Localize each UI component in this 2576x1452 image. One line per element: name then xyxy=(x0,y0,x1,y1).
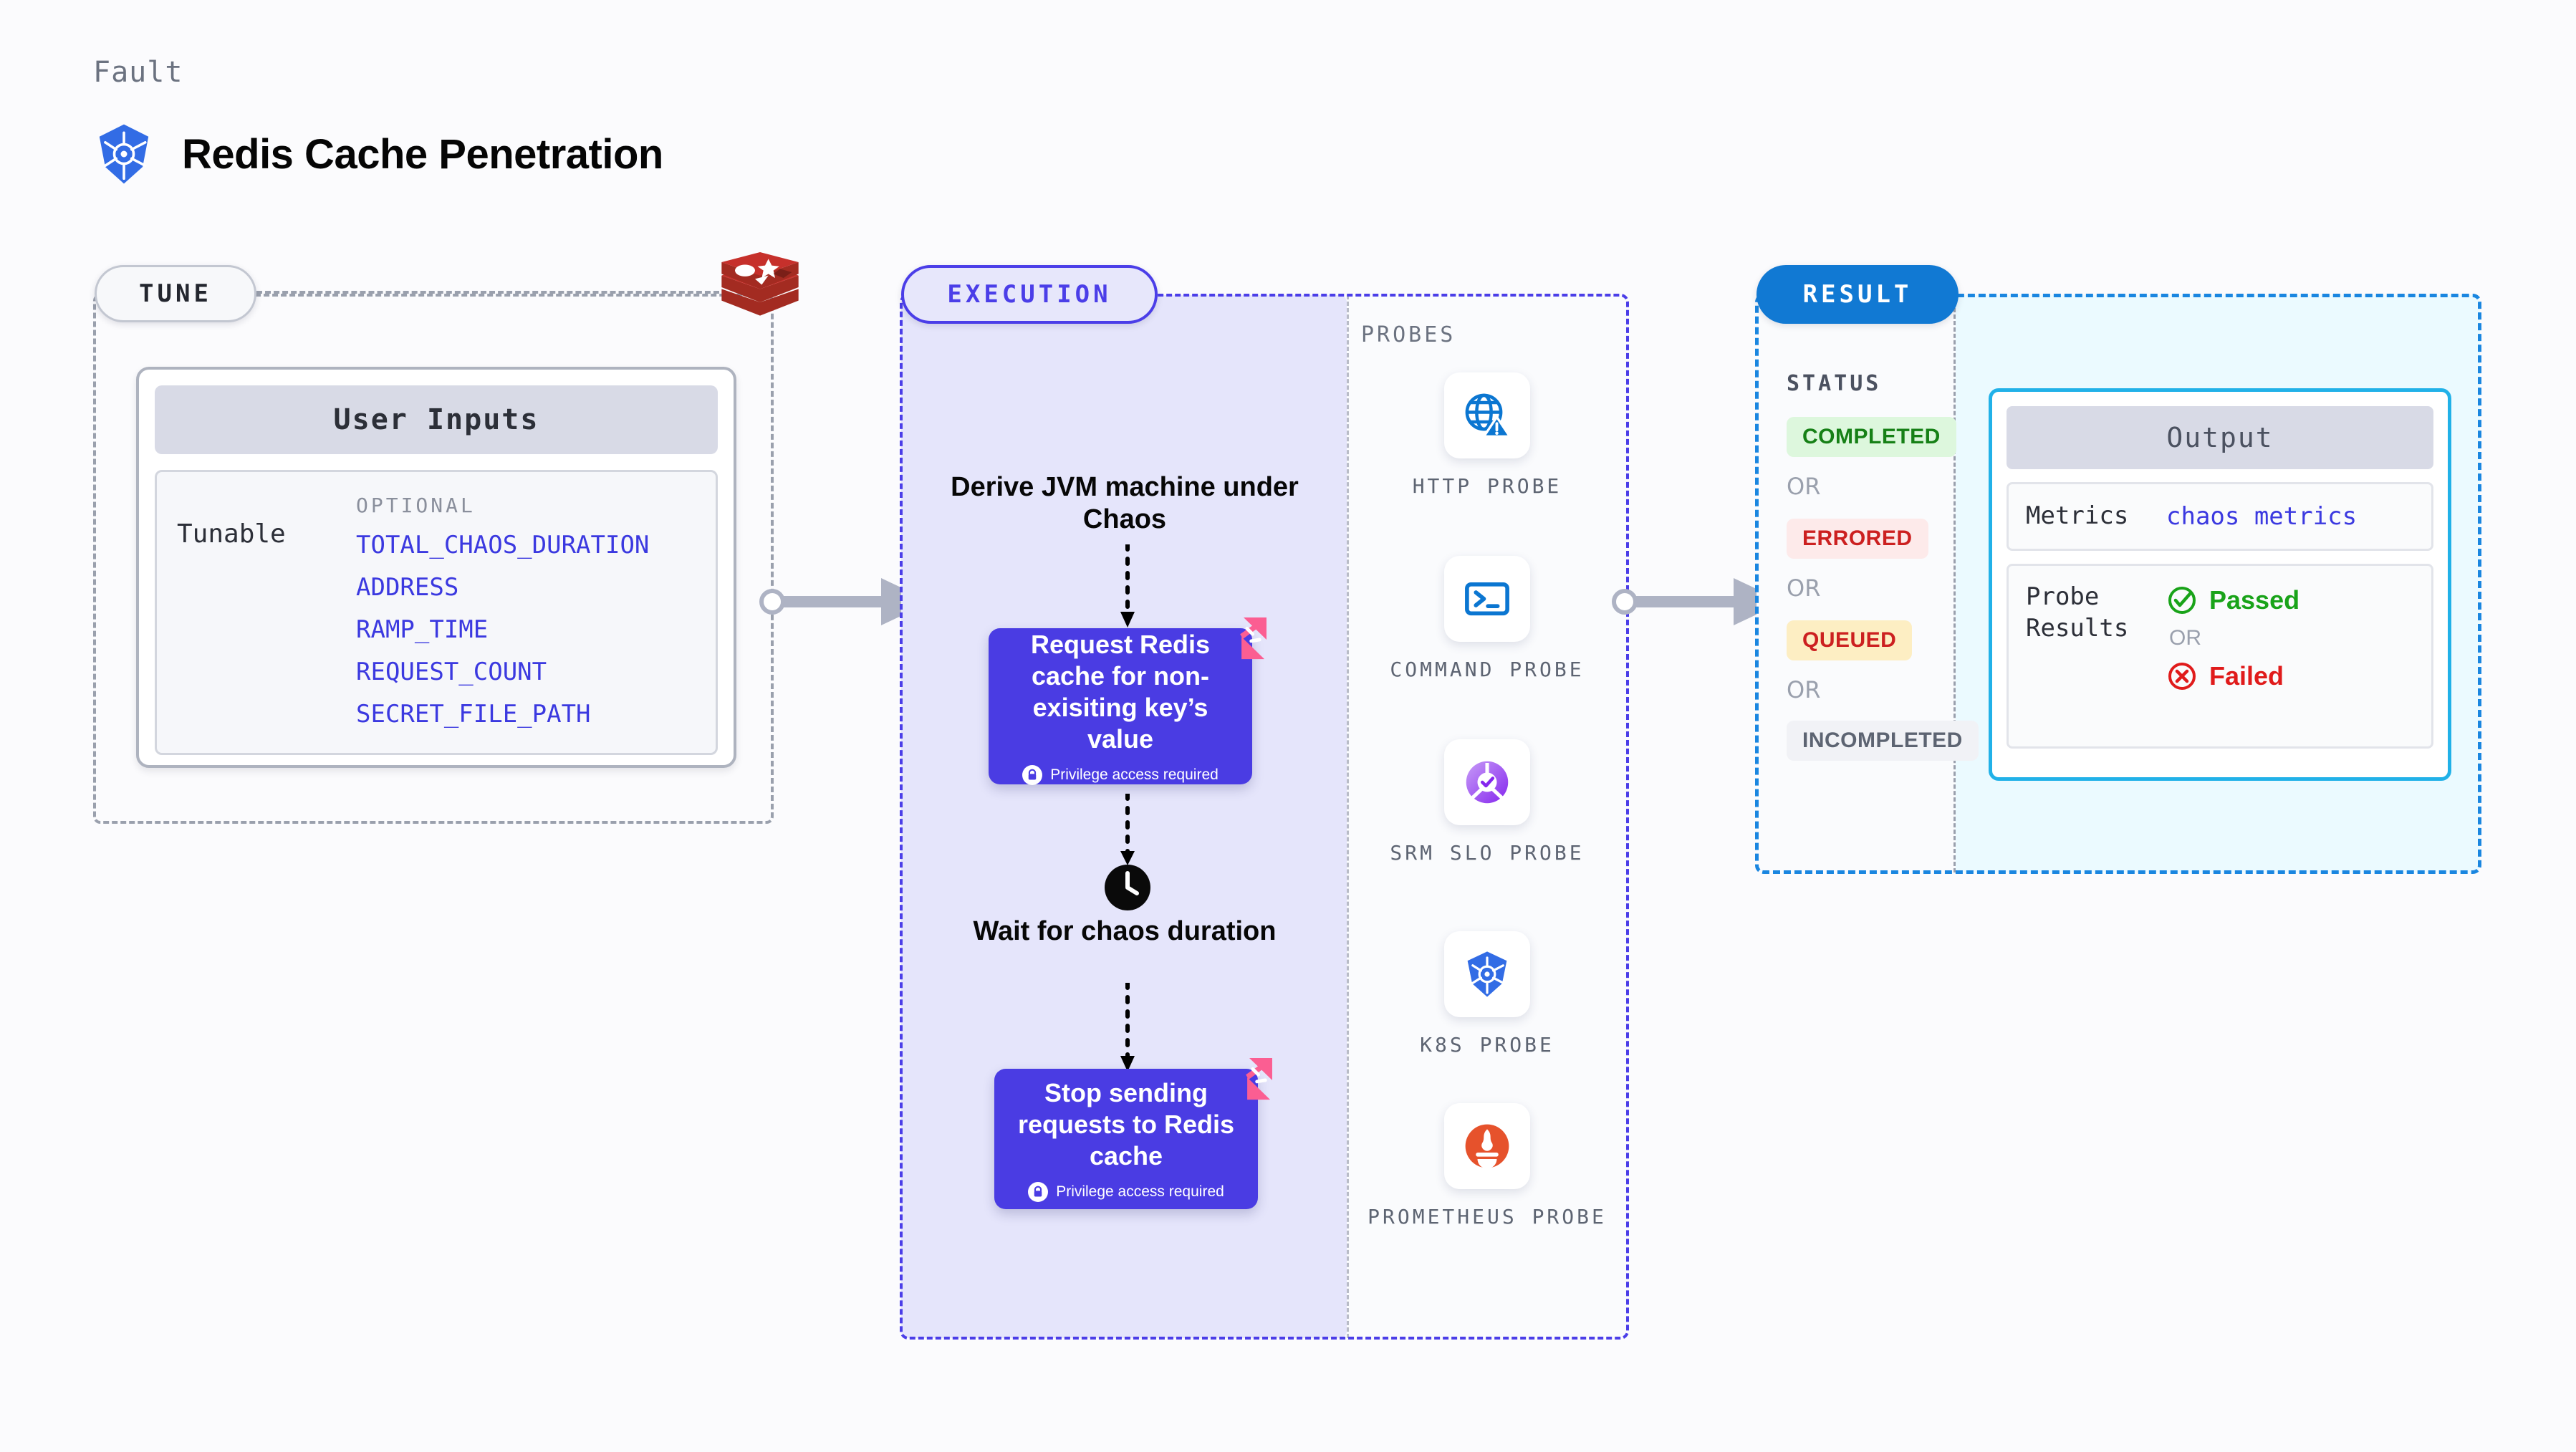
metrics-key: Metrics xyxy=(2026,501,2129,531)
probe-item-srm-slo[interactable]: SRM SLO PROBE xyxy=(1365,739,1609,867)
optional-group-label: OPTIONAL xyxy=(356,494,476,517)
litmus-chaos-icon xyxy=(1240,617,1267,660)
output-metrics-row: Metrics chaos metrics xyxy=(2007,482,2433,551)
page-kicker: Fault xyxy=(93,56,183,89)
status-badge-errored: ERRORED xyxy=(1787,519,1928,559)
privilege-note: Privilege access required xyxy=(1022,764,1219,785)
status-badge-queued: QUEUED xyxy=(1787,620,1913,660)
status-or-label: OR xyxy=(1787,574,1821,602)
probe-item-k8s[interactable]: K8S PROBE xyxy=(1365,931,1609,1059)
probes-title: PROBES xyxy=(1361,322,1456,347)
status-or-label: OR xyxy=(1787,676,1821,703)
tunable-variable[interactable]: TOTAL_CHAOS_DURATION xyxy=(356,531,650,559)
output-title: Output xyxy=(2007,406,2433,469)
output-probe-results-row: Probe Results Passed OR Failed xyxy=(2007,564,2433,749)
user-inputs-body: Tunable OPTIONAL TOTAL_CHAOS_DURATION AD… xyxy=(155,470,718,755)
tunable-variable[interactable]: REQUEST_COUNT xyxy=(356,658,547,686)
flow-arrow-dotted xyxy=(1120,544,1135,628)
probe-label: COMMAND PROBE xyxy=(1390,658,1585,681)
result-status-column-background xyxy=(1756,295,1956,872)
tunable-variable[interactable]: SECRET_FILE_PATH xyxy=(356,700,591,729)
probe-tile xyxy=(1444,1103,1530,1189)
probe-label: PROMETHEUS PROBE xyxy=(1368,1205,1607,1229)
tunable-values: OPTIONAL TOTAL_CHAOS_DURATION ADDRESS RA… xyxy=(356,494,696,731)
tune-pill-label: TUNE xyxy=(95,265,256,322)
probe-tile xyxy=(1444,372,1530,458)
probe-tile xyxy=(1444,739,1530,825)
chaos-step-title: Stop sending requests to Redis cache xyxy=(1017,1078,1235,1170)
passed-label: Passed xyxy=(2209,585,2300,615)
probe-label: K8S PROBE xyxy=(1420,1033,1554,1057)
tune-section xyxy=(93,294,774,824)
execution-pill-label: EXECUTION xyxy=(901,265,1158,324)
probe-item-http[interactable]: HTTP PROBE xyxy=(1365,372,1609,500)
x-circle-icon xyxy=(2168,663,2196,690)
litmus-chaos-icon xyxy=(1246,1057,1272,1100)
chaos-step-title: Request Redis cache for non-exisiting ke… xyxy=(1030,630,1211,754)
privilege-note: Privilege access required xyxy=(1028,1181,1224,1202)
lock-icon xyxy=(1022,764,1043,785)
tunable-variable[interactable]: ADDRESS xyxy=(356,573,459,602)
flow-arrow-dotted xyxy=(1120,983,1135,1072)
status-badge-completed: COMPLETED xyxy=(1787,417,1956,457)
probe-results-values: Passed OR Failed xyxy=(2166,582,2414,731)
failed-label: Failed xyxy=(2209,661,2284,691)
k8s-probe-icon xyxy=(1467,951,1507,997)
probe-item-command[interactable]: COMMAND PROBE xyxy=(1365,556,1609,683)
tunable-label: Tunable xyxy=(177,519,286,549)
clock-icon xyxy=(1105,865,1150,910)
http-probe-icon xyxy=(1465,393,1512,438)
result-pill-label: RESULT xyxy=(1756,265,1959,324)
execution-step-label: Wait for chaos duration xyxy=(973,916,1277,946)
command-probe-icon xyxy=(1465,582,1509,616)
kubernetes-icon xyxy=(99,124,149,184)
execution-step-label: Derive JVM machine under Chaos xyxy=(951,472,1299,534)
probe-label: HTTP PROBE xyxy=(1412,474,1562,498)
probe-tile xyxy=(1444,556,1530,642)
execution-chaos-step[interactable]: Stop sending requests to Redis cache Pri… xyxy=(994,1069,1258,1209)
execution-chaos-step[interactable]: Request Redis cache for non-exisiting ke… xyxy=(989,628,1252,785)
output-card: Output Metrics chaos metrics Probe Resul… xyxy=(1989,388,2451,781)
lock-icon xyxy=(1028,1181,1049,1202)
execution-section xyxy=(900,294,1629,1340)
prometheus-probe-icon xyxy=(1465,1124,1509,1169)
status-badge-incompleted: INCOMPLETED xyxy=(1787,721,1979,761)
srm-slo-probe-icon xyxy=(1466,761,1509,804)
page-header: Redis Cache Penetration xyxy=(92,122,663,186)
status-title: STATUS xyxy=(1787,371,1882,396)
tunable-variable[interactable]: RAMP_TIME xyxy=(356,615,489,644)
metrics-value[interactable]: chaos metrics xyxy=(2166,502,2358,531)
check-circle-icon xyxy=(2168,587,2196,614)
user-inputs-title: User Inputs xyxy=(155,385,718,454)
flow-arrow-dotted xyxy=(1120,794,1135,865)
tune-top-connector xyxy=(256,291,719,294)
probe-results-key: Probe Results xyxy=(2026,582,2129,643)
probe-item-prometheus[interactable]: PROMETHEUS PROBE xyxy=(1365,1103,1609,1231)
page-title: Redis Cache Penetration xyxy=(182,130,663,178)
probe-tile xyxy=(1444,931,1530,1017)
probe-result-or-label: OR xyxy=(2169,626,2201,650)
probe-label: SRM SLO PROBE xyxy=(1390,841,1585,865)
probe-result-failed: Failed xyxy=(2166,660,2414,692)
result-section xyxy=(1755,294,2481,874)
privilege-note-text: Privilege access required xyxy=(1050,766,1219,783)
privilege-note-text: Privilege access required xyxy=(1056,1183,1224,1200)
user-inputs-card: User Inputs Tunable OPTIONAL TOTAL_CHAOS… xyxy=(136,367,736,768)
probe-result-passed: Passed xyxy=(2166,585,2414,616)
status-or-label: OR xyxy=(1787,473,1821,500)
redis-logo-icon xyxy=(721,252,799,316)
